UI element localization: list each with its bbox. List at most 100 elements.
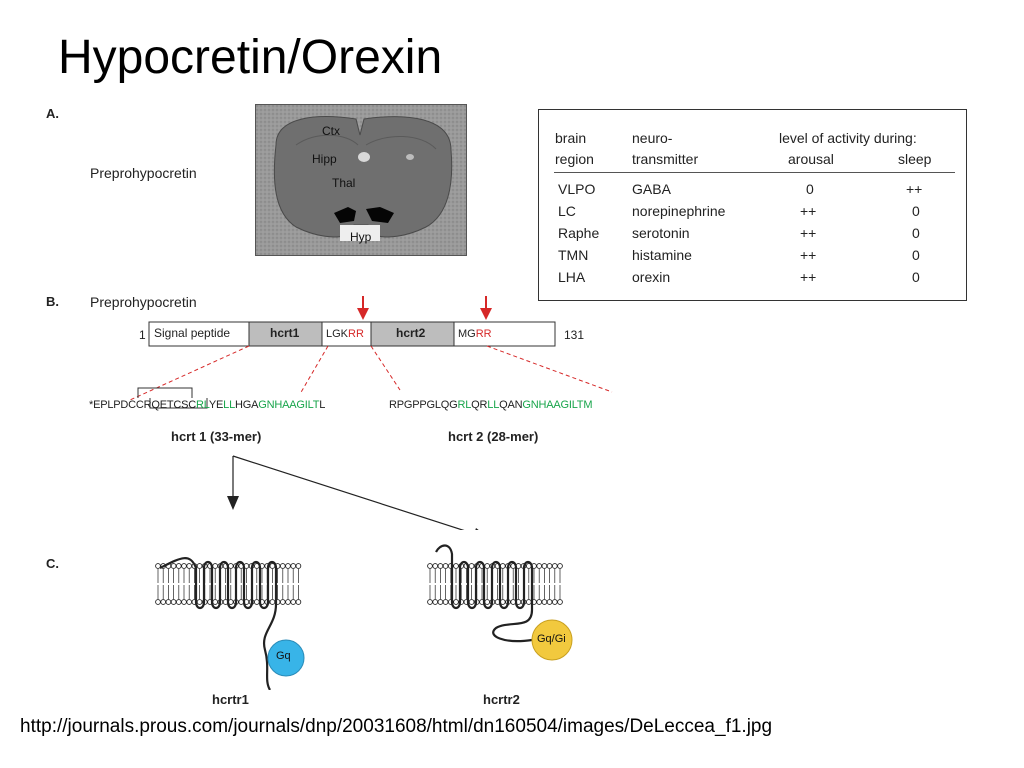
lipid-head <box>196 563 203 569</box>
hcrtr2-chain <box>435 544 534 643</box>
preprohypocretin-diagram <box>129 296 613 409</box>
lipid-head <box>181 599 187 605</box>
gqgi-protein <box>531 619 573 661</box>
seq1-part-c: YE <box>208 399 224 411</box>
row-sleep-vlpo: ++ <box>906 181 923 197</box>
lipid-head <box>186 563 193 569</box>
lipid-head <box>269 563 276 569</box>
lipid-head <box>196 599 203 605</box>
lipid-head <box>160 599 167 605</box>
cleavage-arrow-2-icon <box>480 308 492 320</box>
panel-b-letter: B. <box>46 294 59 309</box>
lipid-head <box>427 563 433 569</box>
row-region-lha: LHA <box>558 269 586 285</box>
gqgi-label: Gq/Gi <box>537 633 566 645</box>
seq1-part-a: *EPLPDCCRQETCSC <box>89 399 197 411</box>
lipid-head <box>295 599 302 605</box>
region-hyp: Hyp <box>350 230 372 244</box>
row-arousal-raphe: ++ <box>800 225 817 241</box>
lipid-head <box>557 563 563 569</box>
row-transmitter-histamine: histamine <box>632 247 692 263</box>
lgk-text: LGK <box>326 328 349 340</box>
brain-section-drawing <box>256 105 466 255</box>
hcrt1-sequence: *EPLPDCCRQETCSCRLYELLHGAGNHAAGILTL <box>89 399 325 411</box>
precursor-bar <box>148 321 556 347</box>
lipid-head <box>285 563 291 569</box>
lipid-head <box>155 599 161 605</box>
row-arousal-lha: ++ <box>800 269 817 285</box>
lgkrr-label: LGKRR <box>326 328 364 340</box>
table-header-rule <box>554 172 955 173</box>
header-transmitter: transmitter <box>632 151 699 167</box>
lipid-head <box>227 563 234 569</box>
seq2-part-f: GNHAAGILTM <box>522 399 593 411</box>
lipid-head <box>510 599 517 605</box>
rr1-text: RR <box>348 328 364 340</box>
lipid-head <box>525 599 532 605</box>
hcrt1-caption: hcrt 1 (33-mer) <box>171 429 262 444</box>
row-arousal-tmn: ++ <box>800 247 817 263</box>
lipid-head <box>536 599 543 605</box>
lipid-head <box>155 563 161 569</box>
lipid-head <box>269 599 276 605</box>
row-transmitter-serotonin: serotonin <box>632 225 690 241</box>
hcrt1-segment <box>248 321 323 347</box>
lipid-head <box>238 599 245 605</box>
lipid-head <box>279 599 286 605</box>
lipid-head <box>427 599 433 605</box>
lipid-head <box>551 599 558 605</box>
lipid-head <box>541 599 548 605</box>
slide-title: Hypocretin/Orexin <box>58 31 443 84</box>
header-arousal: arousal <box>788 151 834 167</box>
panel-b-label: Preprohypocretin <box>90 294 197 310</box>
lipid-head <box>432 599 439 605</box>
lipid-head <box>484 563 491 569</box>
lipid-head <box>442 563 449 569</box>
panel-a-label: Preprohypocretin <box>90 165 197 181</box>
panel-c-letter: C. <box>46 556 59 571</box>
header-brain: brain <box>555 130 587 146</box>
hcrt2-label: hcrt2 <box>396 326 426 340</box>
row-region-tmn: TMN <box>558 247 589 263</box>
row-sleep-lha: 0 <box>912 269 920 285</box>
lipid-head <box>165 599 172 605</box>
seq2-part-b: RL <box>457 399 472 411</box>
membrane-hcrtr2 <box>427 563 563 605</box>
gq-protein <box>267 639 305 677</box>
seq1-part-b: RL <box>196 399 209 411</box>
receptor1-label: hcrtr1 <box>212 692 249 707</box>
seq2-part-e: QAN <box>499 399 523 411</box>
row-transmitter-gaba: GABA <box>632 181 671 197</box>
row-region-vlpo: VLPO <box>558 181 596 197</box>
lipid-head <box>175 563 182 569</box>
lipid-head <box>181 563 187 569</box>
receptor-diagrams <box>155 544 573 690</box>
lipid-head <box>541 563 548 569</box>
lipid-head <box>437 563 444 569</box>
hcrt1-label: hcrt1 <box>270 326 300 340</box>
lipid-head <box>212 563 219 569</box>
header-neuro: neuro- <box>632 130 673 146</box>
lipid-head <box>499 563 506 569</box>
header-activity: level of activity during: <box>779 130 917 146</box>
header-region: region <box>555 151 594 167</box>
rr2-text: RR <box>475 328 492 340</box>
seq2-part-a: RPGPPGLQG <box>389 399 458 411</box>
seq1-part-d: LL <box>223 399 236 411</box>
lipid-head <box>170 563 177 569</box>
lipid-head <box>468 563 475 569</box>
seq1-part-f: GNHAAGILT <box>258 399 320 411</box>
lipid-head <box>546 563 553 569</box>
arrow-right-icon <box>475 528 479 530</box>
hcrtr1-chain <box>159 557 278 690</box>
lipid-head <box>536 563 543 569</box>
lipid-head <box>175 599 182 605</box>
lipid-head <box>285 599 291 605</box>
signal-peptide-label: Signal peptide <box>154 326 231 340</box>
binding-arrows <box>227 455 479 530</box>
seq1-part-e: HGA <box>235 399 259 411</box>
receptor2-label: hcrtr2 <box>483 692 520 707</box>
lipid-head <box>290 563 297 569</box>
gq-label: Gq <box>276 650 291 662</box>
lipid-head <box>290 599 297 605</box>
